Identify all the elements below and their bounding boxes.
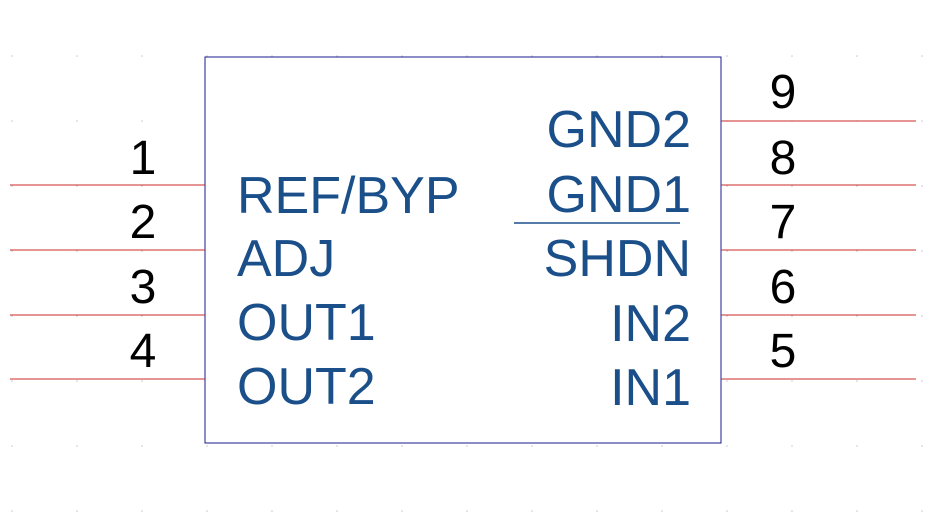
grid-dot (531, 55, 533, 57)
grid-dot (466, 510, 468, 512)
grid-dot (206, 510, 208, 512)
grid-dot (466, 55, 468, 57)
grid-dot (921, 120, 923, 122)
grid-dot (336, 445, 338, 447)
grid-dot (921, 445, 923, 447)
pin-number-1: 1 (130, 132, 157, 185)
grid-dot (856, 315, 858, 317)
grid-dot (336, 55, 338, 57)
grid-dot (856, 510, 858, 512)
grid-dot (76, 185, 78, 187)
grid-dot (76, 120, 78, 122)
grid-dot (726, 510, 728, 512)
grid-dot (401, 445, 403, 447)
grid-dot (76, 250, 78, 252)
grid-dot (401, 510, 403, 512)
grid-dot (921, 55, 923, 57)
grid-dot (596, 445, 598, 447)
grid-dot (141, 120, 143, 122)
pin-label-gnd2: GND2 (547, 101, 691, 159)
grid-dot (271, 445, 273, 447)
grid-dot (11, 120, 13, 122)
grid-dot (11, 250, 13, 252)
grid-dot (11, 445, 13, 447)
grid-dot (791, 315, 793, 317)
grid-dot (76, 55, 78, 57)
grid-dot (856, 250, 858, 252)
pin-number-5: 5 (770, 325, 797, 378)
grid-dot (856, 185, 858, 187)
grid-dot (661, 445, 663, 447)
grid-dot (726, 315, 728, 317)
grid-dot (856, 445, 858, 447)
grid-dot (76, 510, 78, 512)
grid-dot (11, 380, 13, 382)
pin-label-ref-byp: REF/BYP (237, 167, 460, 225)
component-body (204, 56, 722, 444)
pin-number-8: 8 (770, 132, 797, 185)
grid-dot (856, 380, 858, 382)
grid-dot (921, 250, 923, 252)
grid-dot (141, 380, 143, 382)
grid-dot (596, 510, 598, 512)
grid-dot (11, 185, 13, 187)
grid-dot (11, 315, 13, 317)
grid-dot (726, 445, 728, 447)
grid-dot (791, 55, 793, 57)
pin-number-7: 7 (770, 196, 797, 249)
grid-dot (856, 55, 858, 57)
grid-dot (271, 55, 273, 57)
grid-dot (141, 445, 143, 447)
grid-dot (141, 250, 143, 252)
pin-label-out1: OUT1 (237, 294, 376, 352)
pin-label-in1: IN1 (610, 359, 691, 417)
pin-label-shdn: SHDN (544, 230, 691, 288)
grid-dot (921, 185, 923, 187)
grid-dot (141, 185, 143, 187)
grid-dot (726, 250, 728, 252)
grid-dot (11, 55, 13, 57)
grid-dot (661, 510, 663, 512)
grid-dot (11, 510, 13, 512)
grid-dot (206, 55, 208, 57)
pin-label-adj: ADJ (237, 230, 335, 288)
grid-dot (596, 55, 598, 57)
grid-dot (76, 315, 78, 317)
grid-dot (76, 380, 78, 382)
grid-dot (791, 510, 793, 512)
pin-label-gnd1: GND1 (547, 166, 691, 224)
grid-dot (726, 185, 728, 187)
grid-dot (791, 445, 793, 447)
grid-dot (141, 315, 143, 317)
grid-dot (336, 510, 338, 512)
pin-label-in2: IN2 (610, 295, 691, 353)
grid-dot (921, 510, 923, 512)
grid-dot (531, 510, 533, 512)
grid-dot (141, 55, 143, 57)
grid-dot (401, 55, 403, 57)
pin-number-6: 6 (770, 261, 797, 314)
grid-dot (206, 445, 208, 447)
grid-dot (921, 380, 923, 382)
grid-dot (726, 55, 728, 57)
grid-dot (141, 510, 143, 512)
pin-number-2: 2 (130, 196, 157, 249)
pin-label-out2: OUT2 (237, 358, 376, 416)
grid-dot (661, 55, 663, 57)
grid-dot (76, 445, 78, 447)
grid-dot (791, 185, 793, 187)
pin-number-4: 4 (130, 325, 157, 378)
grid-dot (921, 315, 923, 317)
pin-number-3: 3 (130, 261, 157, 314)
pin-number-9: 9 (770, 66, 797, 119)
grid-dot (791, 250, 793, 252)
grid-dot (726, 380, 728, 382)
grid-dot (531, 445, 533, 447)
grid-dot (271, 510, 273, 512)
grid-dot (466, 445, 468, 447)
grid-dot (791, 380, 793, 382)
